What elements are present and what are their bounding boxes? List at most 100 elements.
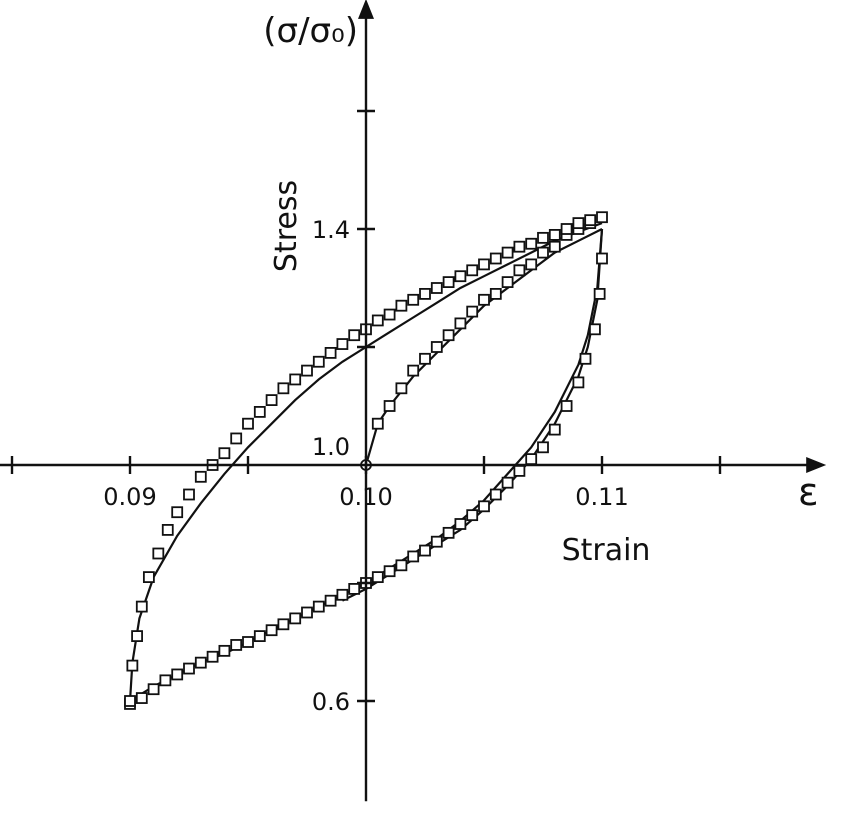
y-axis-label: Stress — [269, 180, 304, 272]
data-point — [454, 270, 467, 283]
axes-layer: 0.09 0.10 0.11 0.6 1.0 1.4 — [0, 0, 827, 802]
data-point — [454, 317, 467, 330]
data-point — [442, 276, 455, 289]
data-point — [584, 214, 597, 227]
data-point — [230, 432, 243, 445]
data-point — [501, 476, 514, 489]
data-point — [301, 364, 313, 377]
data-point — [419, 352, 431, 365]
data-point — [430, 282, 443, 294]
data-point — [525, 258, 538, 271]
data-point — [206, 650, 219, 663]
data-point — [147, 683, 160, 696]
data-point — [407, 550, 420, 563]
data-point — [407, 364, 420, 377]
data-point — [218, 447, 231, 460]
data-point — [159, 674, 172, 687]
data-point — [525, 237, 538, 250]
data-point — [478, 500, 490, 513]
data-point — [537, 231, 549, 244]
data-point — [348, 329, 361, 342]
y-tick-label: 1.4 — [312, 216, 350, 244]
data-point — [489, 488, 502, 501]
data-point — [589, 323, 601, 336]
data-point — [489, 252, 502, 265]
data-point — [242, 417, 254, 430]
data-point — [277, 382, 290, 395]
data-point — [442, 329, 455, 342]
data-point — [124, 695, 136, 707]
x-axis-arrow — [806, 457, 827, 473]
data-point — [513, 264, 526, 277]
data-point — [537, 246, 549, 259]
data-point — [548, 423, 561, 436]
data-point — [430, 341, 443, 353]
data-point — [596, 211, 608, 224]
data-point — [265, 624, 278, 637]
data-point — [230, 639, 243, 651]
x-tick-label: 0.10 — [339, 483, 392, 511]
data-point — [501, 276, 514, 289]
data-point — [395, 559, 408, 572]
data-point — [371, 314, 384, 327]
data-point — [442, 526, 455, 539]
markers-layer — [124, 211, 608, 710]
data-point — [253, 405, 266, 418]
data-point — [265, 394, 278, 407]
data-point — [289, 373, 302, 386]
model-curve-4 — [128, 222, 603, 702]
data-point — [126, 659, 139, 672]
data-point — [395, 299, 408, 312]
data-point — [466, 509, 479, 522]
data-point — [407, 293, 420, 306]
data-point — [194, 470, 207, 483]
data-point — [312, 600, 325, 613]
data-point — [548, 240, 561, 253]
data-point — [596, 252, 608, 265]
data-point — [277, 618, 290, 631]
data-point — [336, 338, 349, 350]
data-point — [501, 246, 514, 259]
data-point — [183, 488, 195, 501]
data-point — [301, 606, 313, 619]
data-point — [253, 630, 266, 642]
data-point — [371, 417, 384, 430]
data-point — [371, 571, 384, 583]
data-point — [579, 352, 592, 365]
data-point — [171, 668, 184, 681]
x-tick-label: 0.11 — [575, 483, 628, 511]
data-point — [289, 612, 302, 625]
x-tick-label: 0.09 — [103, 483, 156, 511]
data-point — [466, 305, 479, 318]
data-point — [572, 217, 585, 230]
data-point — [593, 287, 606, 300]
data-point — [525, 453, 538, 466]
data-point — [478, 293, 490, 306]
y-axis-arrow — [358, 0, 374, 19]
data-point — [131, 630, 143, 642]
data-point — [537, 441, 549, 454]
data-point — [454, 518, 467, 530]
data-point — [560, 223, 573, 235]
data-point — [348, 583, 361, 595]
data-point — [336, 588, 349, 601]
data-point — [572, 376, 585, 389]
data-point — [135, 600, 148, 613]
data-point — [548, 228, 561, 241]
data-point — [183, 662, 195, 675]
data-point — [324, 594, 337, 607]
y-tick-label: 0.6 — [312, 688, 350, 716]
x-axis-label: Strain — [562, 533, 651, 568]
data-point — [478, 258, 490, 271]
data-point — [171, 506, 184, 519]
data-point — [383, 400, 396, 412]
data-point — [152, 547, 165, 560]
data-point — [194, 656, 207, 669]
data-point — [383, 565, 396, 578]
y-axis-symbol: (σ/σ₀) — [263, 11, 358, 51]
y-tick-label: 1.0 — [312, 433, 350, 461]
data-point — [218, 644, 231, 657]
data-point — [489, 287, 502, 300]
data-point — [513, 464, 526, 477]
data-point — [383, 308, 396, 321]
